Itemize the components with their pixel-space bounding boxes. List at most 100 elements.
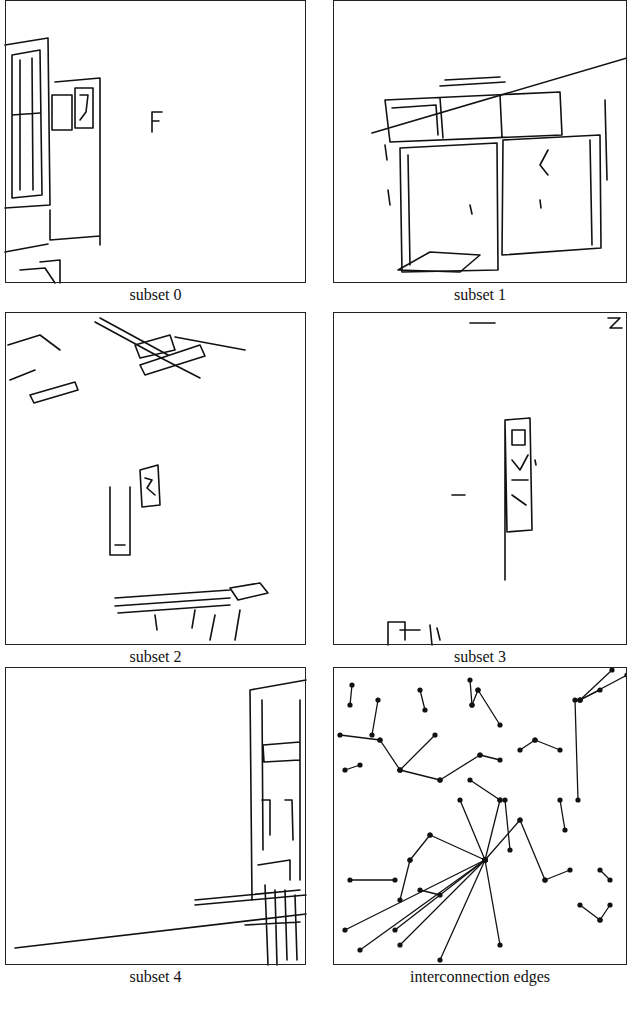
edge-stroke: [597, 917, 602, 922]
panel-caption: subset 4: [0, 968, 315, 986]
edge-stroke: [482, 857, 487, 862]
edge-stroke: [482, 857, 487, 862]
edge-stroke: [597, 687, 602, 692]
edge-stroke: [397, 767, 402, 772]
edge-stroke: [502, 797, 507, 802]
edge-stroke: [482, 857, 487, 862]
edge-stroke: [52, 88, 93, 130]
edge-stroke: [477, 752, 482, 757]
edge-stroke: [437, 892, 442, 897]
edge-stroke: [422, 707, 427, 712]
edge-stroke: [609, 667, 614, 672]
edge-stroke: [575, 797, 580, 802]
edge-stroke: [482, 857, 487, 862]
edge-stroke: [345, 860, 485, 930]
edge-stroke: [545, 870, 570, 880]
edge-stroke: [532, 737, 537, 742]
edge-stroke: [482, 857, 487, 862]
edge-stroke: [392, 877, 397, 882]
edge-stroke: [460, 800, 485, 860]
edge-stroke: [577, 697, 582, 702]
edge-stroke: [542, 877, 547, 882]
edge-stroke: [475, 687, 480, 692]
edge-stroke: [577, 697, 582, 702]
edge-stroke: [342, 927, 347, 932]
edge-stroke: [520, 820, 545, 880]
edge-stroke: [245, 800, 300, 965]
edge-stroke: [437, 777, 442, 782]
edge-stroke: [350, 879, 395, 880]
edge-stroke: [427, 832, 432, 837]
edge-stroke: [477, 752, 482, 757]
image-panel: subset 4: [5, 667, 306, 965]
edge-stroke: [407, 857, 412, 862]
edge-stroke: [440, 755, 480, 780]
edge-stroke: [475, 687, 480, 692]
edge-stroke: [417, 887, 422, 892]
edge-stroke: [50, 78, 100, 245]
edge-stroke: [482, 857, 487, 862]
edge-stroke: [597, 867, 602, 872]
edge-stroke: [417, 687, 422, 692]
edge-stroke: [480, 755, 500, 760]
subset-3-edges: [388, 318, 622, 645]
panel-caption: subset 0: [0, 286, 315, 304]
edge-stroke: [482, 857, 487, 862]
edge-stroke: [532, 737, 537, 742]
edge-stroke: [250, 680, 306, 900]
edge-stroke: [607, 902, 612, 907]
edge-stroke: [507, 847, 512, 852]
edge-stroke: [347, 877, 352, 882]
edge-stroke: [580, 690, 600, 700]
edge-stroke: [437, 777, 442, 782]
edge-stroke: [562, 827, 567, 832]
edge-stroke: [5, 38, 627, 965]
edge-stroke: [600, 905, 610, 920]
edge-stroke: [8, 318, 200, 380]
edge-stroke: [577, 697, 582, 702]
edge-stroke: [470, 780, 500, 800]
edge-stroke: [377, 737, 382, 742]
edge-stroke: [482, 857, 487, 862]
edge-stroke: [380, 740, 400, 770]
edge-stroke: [350, 685, 352, 705]
edge-stroke: [567, 867, 572, 872]
panel-caption: subset 3: [324, 648, 627, 666]
edge-stroke: [398, 252, 480, 272]
edge-stroke: [517, 817, 522, 822]
edge-stroke: [469, 702, 474, 707]
edge-stroke: [482, 857, 487, 862]
edge-stroke: [388, 495, 465, 645]
edge-stroke: [420, 690, 425, 710]
subset-0-edges: [5, 38, 162, 283]
edge-stroke: [575, 700, 578, 800]
subset-1-edges: [372, 58, 627, 272]
edge-stroke: [110, 465, 160, 555]
interconnection-graph: [337, 667, 627, 962]
edge-stroke: [392, 927, 397, 932]
edge-stroke: [385, 100, 607, 214]
panel-caption: interconnection edges: [324, 968, 627, 986]
edge-stroke: [577, 902, 582, 907]
edge-stroke: [542, 877, 547, 882]
edge-stroke: [467, 777, 472, 782]
edge-stroke: [497, 797, 502, 802]
edge-stroke: [115, 583, 268, 640]
edge-stroke: [624, 672, 627, 677]
subset-4-edges: [15, 680, 306, 965]
edge-stroke: [482, 857, 487, 862]
edge-stroke: [497, 757, 502, 762]
panel-caption: subset 2: [0, 648, 315, 666]
edge-stroke: [337, 732, 342, 737]
edge-stroke: [535, 740, 560, 750]
edge-stroke: [407, 857, 412, 862]
edge-stroke: [135, 335, 245, 375]
image-panel: subset 3: [333, 312, 627, 645]
edge-stroke: [397, 897, 402, 902]
edge-stroke: [520, 740, 535, 750]
edge-stroke: [497, 942, 502, 947]
edge-stroke: [557, 747, 562, 752]
edge-stroke: [369, 732, 374, 737]
edge-stroke: [410, 835, 430, 860]
